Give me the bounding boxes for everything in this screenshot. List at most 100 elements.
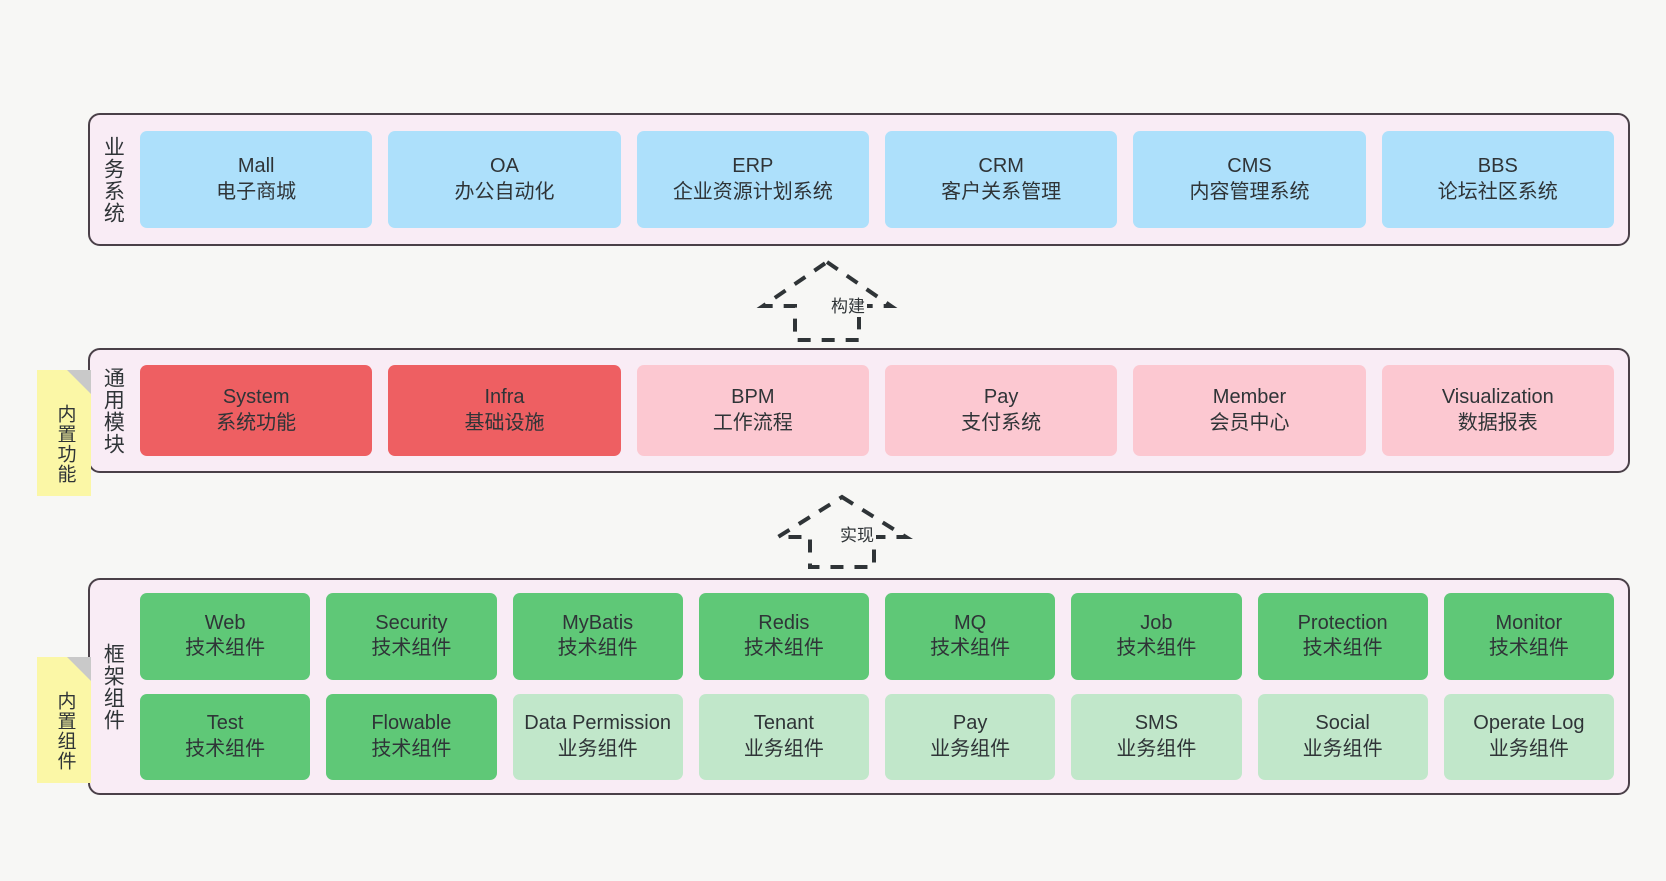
card-mq[interactable]: MQ 技术组件: [885, 593, 1056, 680]
card-test[interactable]: Test 技术组件: [140, 693, 311, 780]
sticky-note-label: 内置组件: [54, 691, 76, 771]
card-sms[interactable]: SMS 业务组件: [1071, 693, 1242, 780]
card-subtitle: 业务组件: [1302, 737, 1383, 760]
folded-corner-icon: [67, 657, 91, 681]
card-operate-log[interactable]: Operate Log 业务组件: [1443, 693, 1614, 780]
sticky-note-label: 内置功能: [54, 404, 76, 484]
card-bbs[interactable]: BBS 论坛社区系统: [1381, 131, 1614, 228]
panel-business-systems: 业务系统 Mall 电子商城 OA 办公自动化 ERP 企业资源计划系统 CRM…: [88, 113, 1630, 246]
card-subtitle: 技术组件: [930, 637, 1011, 660]
card-mall[interactable]: Mall 电子商城: [140, 131, 373, 228]
card-subtitle: 技术组件: [557, 637, 638, 660]
card-title: Protection: [1297, 611, 1388, 634]
card-title: ERP: [732, 154, 774, 177]
card-pay[interactable]: Pay 支付系统: [884, 365, 1118, 456]
card-title: Visualization: [1441, 385, 1554, 408]
card-subtitle: 客户关系管理: [941, 180, 1062, 203]
card-data-permission[interactable]: Data Permission 业务组件: [512, 693, 683, 780]
card-title: Flowable: [371, 712, 452, 735]
card-security[interactable]: Security 技术组件: [326, 593, 497, 680]
card-title: Job: [1140, 611, 1173, 634]
card-subtitle: 技术组件: [743, 637, 824, 660]
card-visualization[interactable]: Visualization 数据报表: [1381, 365, 1614, 456]
panel-title-framework-components: 框架组件: [101, 642, 125, 731]
card-title: Security: [375, 611, 448, 634]
arrow-build: 构建: [756, 258, 898, 344]
folded-corner-icon: [67, 370, 91, 394]
panel-framework-components: 框架组件 Web 技术组件 Security 技术组件 MyBatis 技术组件…: [88, 578, 1630, 795]
card-title: Operate Log: [1473, 712, 1585, 735]
card-title: BBS: [1477, 154, 1518, 177]
card-subtitle: 工作流程: [712, 411, 793, 434]
card-title: MyBatis: [562, 611, 634, 634]
card-flowable[interactable]: Flowable 技术组件: [326, 693, 497, 780]
card-monitor[interactable]: Monitor 技术组件: [1443, 593, 1614, 680]
card-subtitle: 系统功能: [216, 411, 297, 434]
panel-common-modules: 通用模块 System 系统功能 Infra 基础设施 BPM 工作流程 Pay…: [88, 348, 1630, 473]
card-title: Member: [1212, 385, 1287, 408]
card-subtitle: 业务组件: [743, 737, 824, 760]
card-subtitle: 支付系统: [961, 411, 1042, 434]
panel-title-common-modules: 通用模块: [101, 366, 125, 455]
card-social[interactable]: Social 业务组件: [1257, 693, 1428, 780]
sticky-note-builtin-functions: 内置功能: [37, 370, 91, 496]
card-subtitle: 技术组件: [1488, 637, 1569, 660]
card-title: OA: [490, 154, 519, 177]
card-infra[interactable]: Infra 基础设施: [388, 365, 621, 456]
card-title: Web: [204, 611, 246, 634]
card-subtitle: 技术组件: [371, 637, 452, 660]
panel-modules-card-grid: System 系统功能 Infra 基础设施 BPM 工作流程 Pay 支付系统…: [134, 350, 1628, 471]
card-title: Test: [206, 712, 244, 735]
card-subtitle: 业务组件: [930, 737, 1011, 760]
card-cms[interactable]: CMS 内容管理系统: [1133, 131, 1366, 228]
card-subtitle: 技术组件: [185, 737, 266, 760]
card-subtitle: 业务组件: [1116, 737, 1197, 760]
panel-framework-card-grid: Web 技术组件 Security 技术组件 MyBatis 技术组件 Redi…: [134, 580, 1628, 793]
card-title: CRM: [978, 154, 1024, 177]
card-row: Test 技术组件 Flowable 技术组件 Data Permission …: [140, 693, 1614, 780]
arrow-build-label: 构建: [829, 292, 867, 317]
card-title: Monitor: [1495, 611, 1563, 634]
card-system[interactable]: System 系统功能: [140, 365, 373, 456]
card-title: MQ: [954, 611, 987, 634]
card-subtitle: 技术组件: [185, 637, 266, 660]
card-subtitle: 会员中心: [1209, 411, 1290, 434]
card-subtitle: 论坛社区系统: [1437, 180, 1558, 203]
card-oa[interactable]: OA 办公自动化: [388, 131, 621, 228]
card-crm[interactable]: CRM 客户关系管理: [884, 131, 1118, 228]
card-erp[interactable]: ERP 企业资源计划系统: [636, 131, 869, 228]
card-subtitle: 技术组件: [1116, 637, 1197, 660]
card-redis[interactable]: Redis 技术组件: [698, 593, 869, 680]
card-tenant[interactable]: Tenant 业务组件: [698, 693, 869, 780]
card-mybatis[interactable]: MyBatis 技术组件: [512, 593, 683, 680]
card-subtitle: 企业资源计划系统: [672, 180, 833, 203]
panel-title-business-systems: 业务系统: [101, 135, 125, 224]
card-protection[interactable]: Protection 技术组件: [1257, 593, 1428, 680]
card-title: CMS: [1227, 154, 1272, 177]
card-web[interactable]: Web 技术组件: [140, 593, 311, 680]
card-subtitle: 技术组件: [371, 737, 452, 760]
sticky-note-builtin-components: 内置组件: [37, 657, 91, 783]
panel-business-card-grid: Mall 电子商城 OA 办公自动化 ERP 企业资源计划系统 CRM 客户关系…: [134, 115, 1628, 244]
arrow-implement-label: 实现: [838, 521, 876, 546]
dashed-up-arrow-icon: [771, 494, 913, 569]
card-title: Data Permission: [524, 712, 671, 735]
arrow-implement: 实现: [771, 493, 913, 571]
card-title: System: [222, 385, 290, 408]
card-bpm[interactable]: BPM 工作流程: [636, 365, 869, 456]
card-title: Redis: [758, 611, 810, 634]
card-subtitle: 内容管理系统: [1189, 180, 1310, 203]
card-subtitle: 技术组件: [1302, 637, 1383, 660]
card-title: Pay: [952, 712, 988, 735]
card-pay-component[interactable]: Pay 业务组件: [885, 693, 1056, 780]
card-member[interactable]: Member 会员中心: [1133, 365, 1366, 456]
card-subtitle: 业务组件: [1488, 737, 1569, 760]
card-subtitle: 办公自动化: [454, 180, 555, 203]
card-subtitle: 基础设施: [464, 411, 545, 434]
card-title: Tenant: [753, 712, 814, 735]
card-subtitle: 电子商城: [216, 180, 297, 203]
card-title: Social: [1315, 712, 1370, 735]
card-job[interactable]: Job 技术组件: [1071, 593, 1242, 680]
card-title: SMS: [1134, 712, 1179, 735]
